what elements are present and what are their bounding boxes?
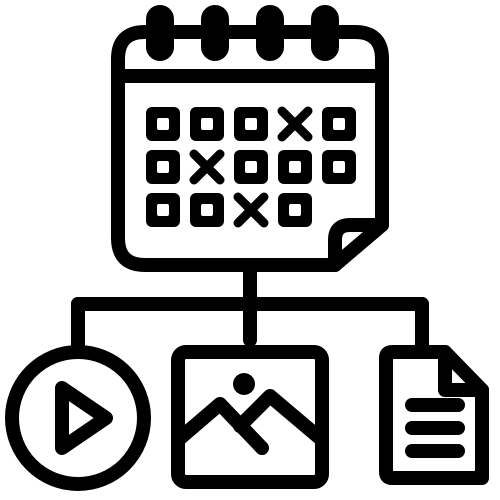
calendar-grid	[146, 106, 356, 228]
calendar-day-box	[146, 107, 180, 141]
calendar-ring	[256, 5, 284, 61]
calendar-day-box	[234, 150, 268, 184]
calendar-day-box	[146, 150, 180, 184]
calendar-ring	[146, 5, 174, 61]
calendar-day-x-mark	[277, 106, 313, 142]
image-icon	[171, 345, 329, 489]
calendar-day-box	[190, 107, 224, 141]
connector-tree	[71, 261, 429, 352]
calendar-ring	[311, 5, 339, 61]
calendar-icon	[111, 5, 389, 272]
calendar-day-box	[146, 193, 180, 227]
calendar-day-box	[278, 150, 312, 184]
calendar-day-box	[278, 193, 312, 227]
calendar-rings	[146, 5, 339, 61]
calendar-day-box	[322, 107, 356, 141]
calendar-page-curl	[328, 218, 389, 272]
document-icon	[379, 345, 489, 485]
calendar-day-box	[190, 193, 224, 227]
calendar-day-box	[234, 107, 268, 141]
calendar-ring	[201, 5, 229, 61]
calendar-day-x-mark	[189, 149, 225, 185]
calendar-body	[111, 25, 389, 272]
calendar-day-box	[322, 150, 356, 184]
calendar-day-x-mark	[233, 192, 269, 228]
play-icon	[5, 345, 151, 491]
